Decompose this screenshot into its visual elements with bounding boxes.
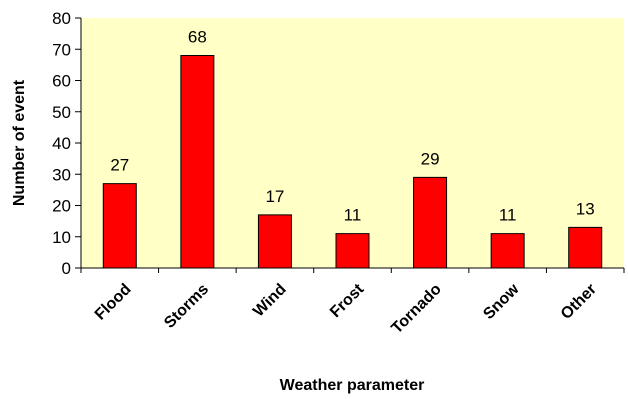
y-tick-label: 70	[52, 40, 71, 59]
y-tick-label: 60	[52, 72, 71, 91]
y-axis-title: Number of event	[11, 79, 28, 206]
category-label: Other	[558, 281, 600, 323]
category-label: Tornado	[388, 281, 445, 338]
category-label: Frost	[327, 280, 368, 321]
y-tick-label: 20	[52, 197, 71, 216]
plot-area	[81, 18, 624, 268]
x-axis-ticks: Flood Storms Wind Frost Tornado Snow Other	[80, 268, 625, 338]
bar-frost	[335, 233, 370, 269]
data-labels: 27 68 17 11 29 11 13	[110, 28, 594, 225]
y-axis-ticks: 0 10 20 30 40 50 60 70 80	[52, 9, 81, 278]
y-tick-label: 50	[52, 103, 71, 122]
data-label: 17	[265, 187, 284, 206]
category-label: Snow	[480, 280, 523, 323]
category-label: Flood	[92, 281, 135, 324]
category-label: Storms	[161, 281, 212, 332]
bars	[102, 55, 603, 269]
bar-snow	[490, 233, 525, 269]
data-label: 11	[344, 206, 362, 225]
y-tick-label: 0	[62, 259, 71, 278]
y-tick-label: 80	[52, 9, 71, 28]
x-axis-title: Weather parameter	[280, 377, 425, 394]
category-label: Wind	[250, 281, 290, 321]
y-tick-label: 30	[52, 165, 71, 184]
bar-flood	[102, 183, 137, 269]
data-label: 13	[576, 199, 595, 218]
y-tick-label: 10	[52, 228, 71, 247]
bar-wind	[257, 214, 292, 269]
bar-storms	[180, 55, 215, 269]
data-label: 27	[110, 156, 129, 175]
y-tick-label: 40	[52, 134, 71, 153]
data-label: 29	[421, 149, 440, 168]
data-label: 11	[499, 206, 517, 225]
data-label: 68	[188, 28, 207, 47]
bar-other	[568, 226, 603, 269]
bar-tornado	[413, 176, 448, 269]
